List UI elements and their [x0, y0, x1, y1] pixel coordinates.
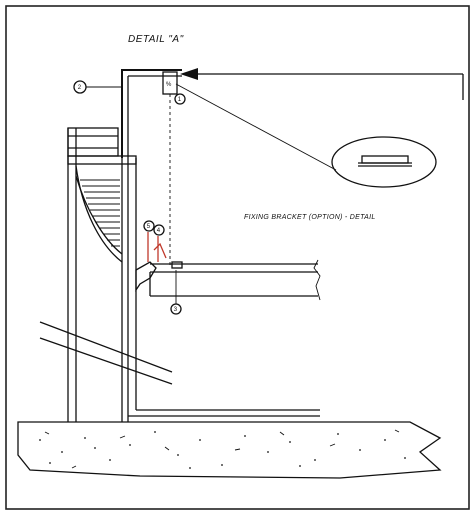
svg-text:1: 1 [178, 97, 182, 103]
detail-bubble [331, 136, 437, 188]
curved-louvre [75, 165, 123, 263]
callout-4: 4 [153, 224, 165, 236]
pointer-arrow [180, 68, 464, 100]
horizontal-beam [149, 259, 321, 301]
part-mark: % [166, 82, 172, 88]
callout-5: 5 [143, 220, 155, 232]
callout-1: 1 [174, 93, 186, 105]
callout-2: 2 [73, 80, 122, 94]
drawing-frame [5, 5, 470, 510]
diagonal-brace [39, 321, 173, 385]
detail-caption: FIXING BRACKET (OPTION) - DETAIL [244, 214, 376, 221]
ground-slab [17, 421, 442, 479]
svg-text:4: 4 [157, 228, 161, 234]
svg-text:2: 2 [78, 85, 82, 91]
top-bracket: % [121, 69, 182, 268]
beam-fixing [135, 232, 183, 293]
callout-3: 3 [170, 270, 182, 315]
detail-leader [175, 83, 337, 171]
support-post [67, 127, 320, 422]
detail-title: DETAIL "A" [128, 34, 184, 45]
svg-text:5: 5 [147, 224, 151, 230]
svg-text:3: 3 [174, 307, 178, 313]
